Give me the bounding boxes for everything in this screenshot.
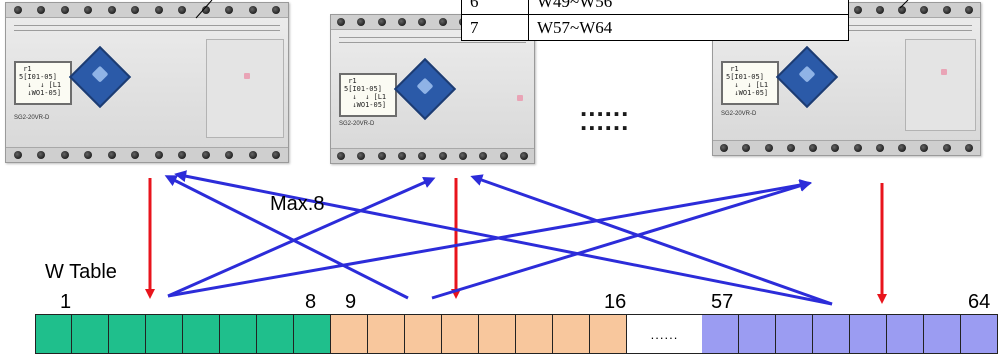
index-64-label: 64	[968, 291, 990, 314]
w-cell	[776, 314, 813, 354]
w-cell	[479, 314, 516, 354]
index-9-label: 9	[345, 291, 356, 314]
w-table-bar: ......	[35, 314, 999, 354]
w-cell	[294, 314, 331, 354]
w-table-gap: ......	[627, 314, 702, 354]
w-cell	[702, 314, 739, 354]
w-cell	[72, 314, 109, 354]
w-cell	[331, 314, 368, 354]
w-cell	[590, 314, 627, 354]
w-cell	[442, 314, 479, 354]
w-table-label: W Table	[45, 261, 117, 284]
w-cell	[405, 314, 442, 354]
index-57-label: 57	[711, 291, 733, 314]
w-cell	[257, 314, 294, 354]
w-cell	[516, 314, 553, 354]
w-cell	[887, 314, 924, 354]
max-label: Max.8	[270, 193, 324, 216]
index-16-label: 16	[604, 291, 626, 314]
w-cell	[368, 314, 405, 354]
w-cell	[35, 314, 72, 354]
w-cell	[813, 314, 850, 354]
w-cell	[220, 314, 257, 354]
w-cell	[739, 314, 776, 354]
w-cell	[183, 314, 220, 354]
w-cell	[553, 314, 590, 354]
w-cell	[109, 314, 146, 354]
index-1-label: 1	[60, 291, 71, 314]
w-cell	[850, 314, 887, 354]
w-cell	[146, 314, 183, 354]
w-cell	[924, 314, 961, 354]
write-arrow-3b	[476, 178, 832, 304]
w-cell	[961, 314, 998, 354]
index-8-label: 8	[305, 291, 316, 314]
